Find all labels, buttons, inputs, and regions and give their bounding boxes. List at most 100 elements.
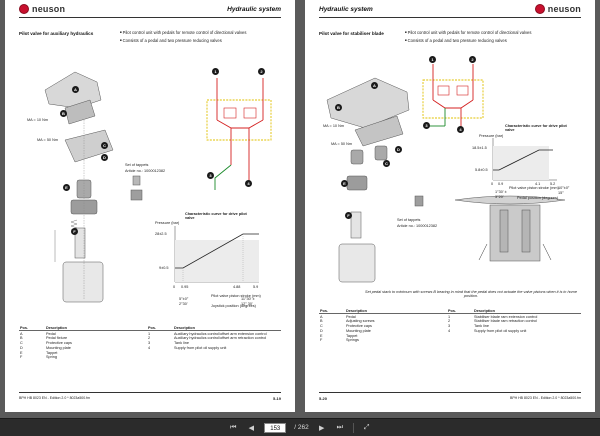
neuson-logo-icon [19,4,29,14]
section-title: Pilot valve for auxiliary hydraulics [19,31,94,36]
table-cell: C [320,324,323,329]
section-title: Pilot valve for stabiliser blade [319,31,384,36]
fit-page-icon[interactable]: ⤢ [363,423,370,431]
table-cell: 1 [448,314,451,319]
spring-shape [74,227,86,259]
callout-e: E [341,180,348,187]
table-cell: Stabiliser blade ram retraction control [474,319,537,324]
table-cell: 1 [148,331,151,336]
table-cell: Protective caps [346,324,372,329]
chart-degree-tick: 15° [558,191,564,195]
chart-x-axis2-label: Joystick position (degrees) [211,304,256,308]
logo-text: neuson [547,4,581,14]
callout-4: 4 [457,126,464,133]
callout-3: 3 [423,122,430,129]
first-page-icon[interactable]: ⏮ [230,423,237,431]
table-header: Pos. [319,308,345,315]
table-header: Pos. [19,325,45,332]
tappet-set-shape [414,195,424,207]
spring-shape [350,211,362,239]
pedal-fixture-shape [64,99,96,125]
table-header: Description [173,325,281,332]
table-cell: Supply from pilot oil supply unit [474,328,527,333]
page-left: Hydraulic system neuson Pilot valve for … [5,0,295,412]
callout-c: C [101,142,108,149]
article-number: Article no.: 1000012382 [397,224,438,228]
footer-doc-ref: BPH HB 8023 EN - Edition 2.0 * 8023a500.… [19,396,91,400]
callout-2: 2 [258,68,265,75]
table-cell: B [20,336,23,341]
logo: neuson [19,4,65,14]
pilot-valve-illustration [44,71,272,303]
chart-title: Characteristic curve for drive pilot val… [185,212,247,220]
chart-degree-tick: 2°30' [179,302,188,306]
table-cell: 4 [148,345,151,350]
chart-tick: 0.95 [181,285,189,289]
table-cell: Tappet [346,333,358,338]
protective-cap-shape [374,145,388,161]
next-page-icon[interactable]: ▶ [319,424,325,432]
last-page-icon[interactable]: ⏭ [336,423,343,431]
table-cell: Pedal [46,331,56,336]
chart-degree-tick: 1°30' ± [495,190,507,194]
table-cell: Tank line [174,341,189,346]
tappet-set-label: Set of tappets [125,163,149,167]
logo: neuson [534,4,581,14]
chart-tick: 4.88 [233,285,241,289]
chart-y-axis-label: Pressure (bar) [479,134,504,138]
valve-dashed-box [206,99,272,141]
header-rule [19,17,281,18]
toolbar-divider [352,422,354,433]
table-cell: Auxiliary hydraulics control/offset arm … [174,336,267,341]
table-cell: Pedal [346,314,356,319]
page-right: Hydraulic system neuson Pilot valve for … [305,0,595,412]
pedal-3d-shape [454,195,566,205]
chart-degree-tick: 12° 30' [241,302,253,306]
callout-1: 1 [429,56,436,63]
chart-degree-tick: 11°30' ± [241,297,255,301]
adjustment-note: Set pedal stack to minimum with screws B… [365,290,577,298]
table-cell: Tappet [46,350,58,355]
table-cell: E [20,350,23,355]
chart-tick: 5.9 [253,285,259,289]
bullet-list: Pilot control unit with pedals for remot… [405,29,585,44]
valve-block-3d [489,204,541,262]
bullet-item: Pilot control unit with pedals for remot… [405,29,585,37]
callout-f: F [71,228,78,235]
prev-page-icon[interactable]: ◀ [248,424,254,432]
torque-label-1: MA = 10 Nm [323,124,344,128]
chart-tick: 0 [173,285,176,289]
table-cell: Adjusting screws [346,319,375,324]
chart-value-low: 9±0.5 [159,266,169,270]
table-cell: Stabiliser blade ram extension control [474,314,538,319]
callout-e: E [63,184,70,191]
header-title: Hydraulic system [319,6,373,13]
viewer-toolbar: ⏮ ◀ 153 / 262 ▶ ⏭ ⤢ [0,418,600,436]
protective-cap-shape [350,149,364,165]
table-cell: 3 [148,341,151,346]
table-header: Pos. [147,325,173,332]
table-header-row: Pos. Description Pos. Description [19,325,281,332]
table-cell [473,338,581,343]
tappet-shape [346,175,368,191]
page-number-input[interactable]: 153 [264,422,287,433]
tappet-set-top [132,175,141,186]
header-rule [319,17,581,18]
tappet-shape [70,199,98,215]
callout-b: B [60,110,67,117]
table-cell: B [320,319,323,324]
table-cell: D [320,328,323,333]
callout-a: A [371,82,378,89]
chart-value-high: 28±2.5 [155,232,167,236]
table-cell: 2 [448,319,451,324]
tappet-set-bottom [130,189,143,201]
valve-body-shape [338,243,376,283]
table-cell: F [20,355,23,360]
table-cell: Protective caps [46,341,72,346]
table-cell: A [20,331,23,336]
chart-value-high: 18.5±1.5 [472,146,487,150]
